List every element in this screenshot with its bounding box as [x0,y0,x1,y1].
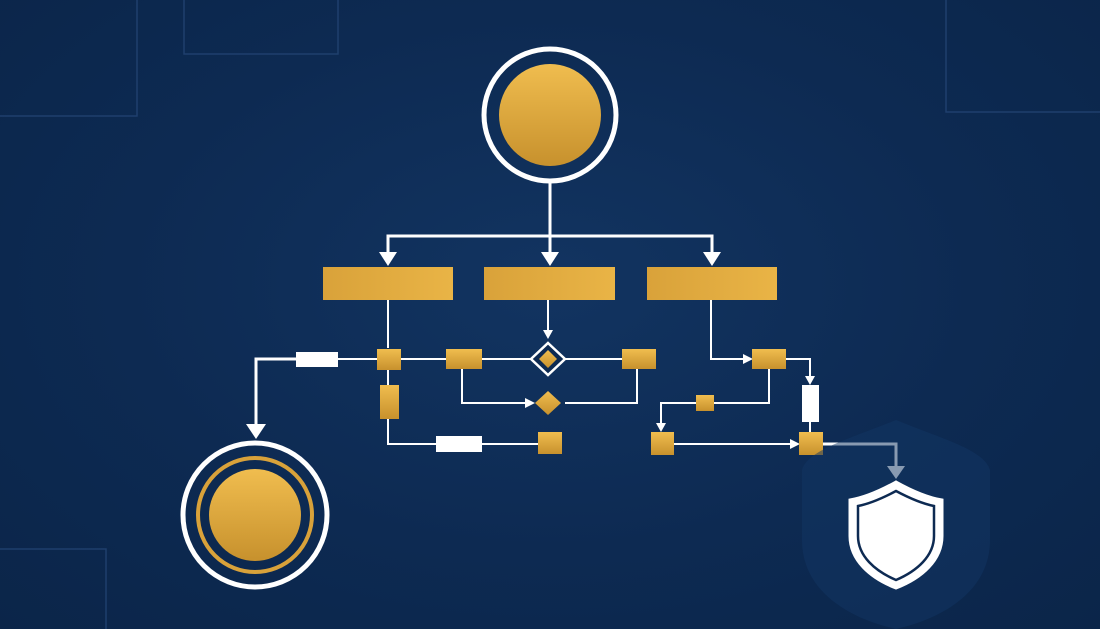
node-small-2 [446,349,482,369]
node-small-4 [538,432,562,454]
frame-bottom-left [0,548,107,629]
frame-top-right [945,0,1100,113]
node-small-1 [377,349,401,370]
node-vertical [380,385,399,419]
node-small-5 [752,349,786,369]
data-box-white-vertical [802,385,819,422]
top-branch-connectors [379,180,721,266]
node-small-6 [696,395,714,411]
process-box-center [484,267,615,300]
data-box-white-left [296,352,338,367]
shield-icon [802,420,990,629]
process-box-right [647,267,777,300]
node-small-8 [799,432,823,455]
node-small-3 [622,349,656,369]
process-box-left [323,267,453,300]
decision-diamond-top [529,341,567,377]
frame-top-left [0,0,138,117]
end-node [180,440,330,590]
left-section-connectors [246,300,638,445]
decision-diamond-bottom [535,391,561,415]
node-small-7 [651,432,674,455]
start-node [481,46,619,184]
frame-top-center [183,0,339,55]
data-box-white-bottom [436,436,482,452]
